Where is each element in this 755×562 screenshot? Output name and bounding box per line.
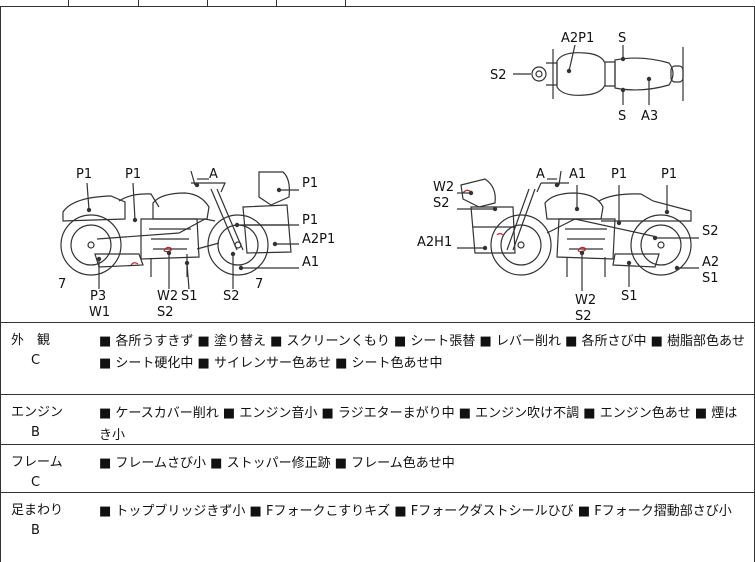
- left-handlebar: [191, 182, 226, 193]
- right-rear-wheel: [630, 214, 692, 276]
- right-label-a2h1: A2H1: [417, 235, 452, 250]
- grade-value: C: [31, 475, 41, 490]
- right-label-a: A: [536, 167, 545, 182]
- left-label-p1-a: P1: [76, 167, 92, 182]
- right-label-s2-c: S2: [575, 309, 592, 322]
- left-frame-lower: [96, 218, 216, 240]
- category-label: エンジン: [11, 405, 64, 420]
- left-label-7-b: 7: [255, 277, 263, 292]
- left-engine: [140, 218, 200, 260]
- right-label-s1-b: S1: [621, 289, 638, 304]
- right-label-s2-b: S2: [702, 224, 719, 239]
- right-frame-lower: [546, 218, 658, 238]
- left-label-w2: W2: [157, 289, 178, 304]
- left-rear-wheel: [60, 214, 122, 276]
- right-label-s1-a: S1: [702, 271, 719, 286]
- left-label-p3: P3: [90, 289, 106, 304]
- right-front-fork: [506, 188, 530, 251]
- right-label-a1: A1: [569, 167, 586, 182]
- right-label-w2-a: W2: [433, 180, 454, 195]
- left-label-w1: W1: [89, 305, 110, 320]
- motorcycle-diagram-svg: A2P1 S S2 S A3: [58, 31, 719, 322]
- grade-value: B: [31, 523, 40, 538]
- left-front-wheel: [207, 214, 269, 276]
- right-handlebar: [536, 182, 569, 193]
- grade-value: C: [31, 353, 41, 368]
- right-label-p1-a: P1: [611, 167, 627, 182]
- grade-value: B: [31, 425, 40, 440]
- right-muffler: [612, 253, 660, 268]
- top-view-tank: [556, 52, 606, 96]
- condition-row-frame: フレーム C ■ フレームさび小 ■ ストッパー修正跡 ■ フレーム色あせ中: [0, 444, 755, 493]
- left-label-7-a: 7: [58, 277, 66, 292]
- left-label-p1-b: P1: [125, 167, 141, 182]
- motorcycle-damage-diagram: A2P1 S S2 S A3: [0, 7, 755, 322]
- left-label-p1-c: P1: [302, 176, 318, 191]
- top-view-seat: [614, 57, 674, 91]
- left-side-view: [60, 170, 299, 290]
- right-label-w2-b: W2: [575, 293, 596, 308]
- left-side-case: [242, 204, 292, 254]
- right-label-p1-b: P1: [661, 167, 677, 182]
- right-seat: [598, 193, 692, 222]
- top-label-s2: S2: [490, 68, 507, 83]
- top-view-headlight: [531, 66, 547, 82]
- left-label-a1: A1: [302, 255, 319, 270]
- right-engine: [556, 218, 616, 260]
- condition-row-engine: エンジン B ■ ケースカバー削れ ■ エンジン音小 ■ ラジエターまがり中 ■…: [0, 394, 755, 445]
- condition-notes: ■ ケースカバー削れ ■ エンジン音小 ■ ラジエターまがり中 ■ エンジン吹け…: [99, 406, 738, 443]
- top-view-fork: [546, 62, 558, 86]
- category-label: フレーム: [11, 455, 63, 470]
- top-label-a2p1: A2P1: [561, 31, 594, 46]
- left-label-p1-d: P1: [302, 213, 318, 228]
- left-front-fork: [210, 188, 238, 251]
- condition-notes: ■ トップブリッジきず小 ■ Fフォークこすりキズ ■ Fフォークダストシールひ…: [99, 504, 732, 519]
- left-label-a2p1: A2P1: [302, 232, 335, 247]
- left-fuel-tank: [152, 192, 210, 220]
- category-label: 足まわり: [11, 503, 64, 518]
- left-fairing: [258, 171, 290, 206]
- left-label-s2-a: S2: [157, 305, 174, 320]
- condition-row-suspension: 足まわり B ■ トップブリッジきず小 ■ Fフォークこすりキズ ■ Fフォーク…: [0, 492, 755, 562]
- top-label-s-top: S: [618, 31, 626, 46]
- category-label: 外 観: [11, 333, 51, 348]
- top-label-a3: A3: [641, 109, 658, 124]
- left-label-a: A: [209, 167, 218, 182]
- condition-notes: ■ 各所うすきず ■ 塗り替え ■ スクリーンくもり ■ シート張替 ■ レバー…: [99, 334, 746, 371]
- top-view: [513, 44, 684, 105]
- condition-row-exterior: 外 観 C ■ 各所うすきず ■ 塗り替え ■ スクリーンくもり ■ シート張替…: [0, 322, 755, 395]
- left-rear-fender: [62, 195, 126, 222]
- right-label-a2: A2: [702, 255, 719, 270]
- left-muffler: [94, 253, 144, 268]
- right-front-wheel: [490, 214, 552, 276]
- right-side-view: [457, 170, 699, 291]
- right-side-case: [470, 206, 516, 254]
- left-label-s2-b: S2: [223, 289, 240, 304]
- right-label-s2-a: S2: [433, 196, 450, 211]
- right-fairing: [460, 178, 496, 208]
- top-label-s-bottom: S: [618, 109, 626, 124]
- left-label-s1: S1: [181, 289, 198, 304]
- right-fuel-tank: [544, 192, 604, 220]
- condition-notes: ■ フレームさび小 ■ ストッパー修正跡 ■ フレーム色あせ中: [99, 456, 455, 471]
- previous-table-bottom: [0, 0, 755, 7]
